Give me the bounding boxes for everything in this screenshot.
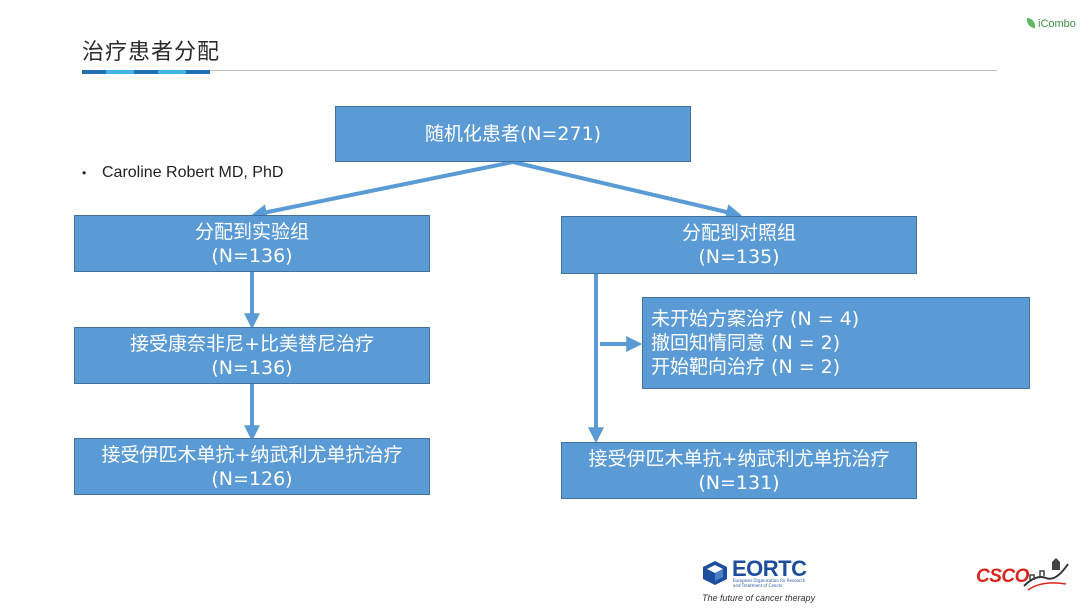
slide-title: 治疗患者分配 — [82, 40, 221, 65]
box-control-allocated: 分配到对照组 (N=135) — [561, 216, 917, 274]
box-control-treated: 接受伊匹木单抗+纳武利尤单抗治疗 (N=131) — [561, 442, 917, 499]
title-accent-segment — [106, 70, 134, 74]
title-accent-segment — [82, 70, 106, 74]
bullet-dot-icon: • — [82, 165, 87, 180]
eortc-subtitle: European Organisation for Research and T… — [733, 578, 806, 588]
great-wall-icon — [1023, 558, 1069, 591]
eortc-cube-icon — [703, 561, 727, 585]
eortc-tagline: The future of cancer therapy — [702, 593, 816, 603]
logo-eortc: EORTC European Organisation for Research… — [702, 556, 822, 606]
title-accent-segment — [186, 70, 210, 74]
arrow-root-to-left — [250, 160, 514, 221]
title-accent-segment — [134, 70, 158, 74]
title-rule — [82, 70, 997, 71]
eortc-name: EORTC — [732, 556, 807, 581]
logo-csco: CSCO — [976, 566, 1029, 587]
author-bullet: • Caroline Robert MD, PhD — [82, 164, 283, 182]
logo-icombo: iCombo — [1027, 18, 1076, 30]
title-accent-segment — [158, 70, 186, 74]
box-experimental-treated: 接受康奈非尼+比美替尼治疗 (N=136) — [74, 327, 430, 384]
box-experimental-crossover: 接受伊匹木单抗+纳武利尤单抗治疗 (N=126) — [74, 438, 430, 495]
author-name: Caroline Robert MD, PhD — [102, 164, 284, 181]
box-experimental-allocated: 分配到实验组 (N=136) — [74, 215, 430, 272]
arrow-root-to-right — [512, 160, 743, 220]
box-control-excluded: 未开始方案治疗 (N = 4) 撤回知情同意 (N = 2) 开始靶向治疗 (N… — [642, 297, 1030, 389]
leaf-icon — [1027, 18, 1035, 28]
box-randomized: 随机化患者(N=271) — [335, 106, 691, 162]
